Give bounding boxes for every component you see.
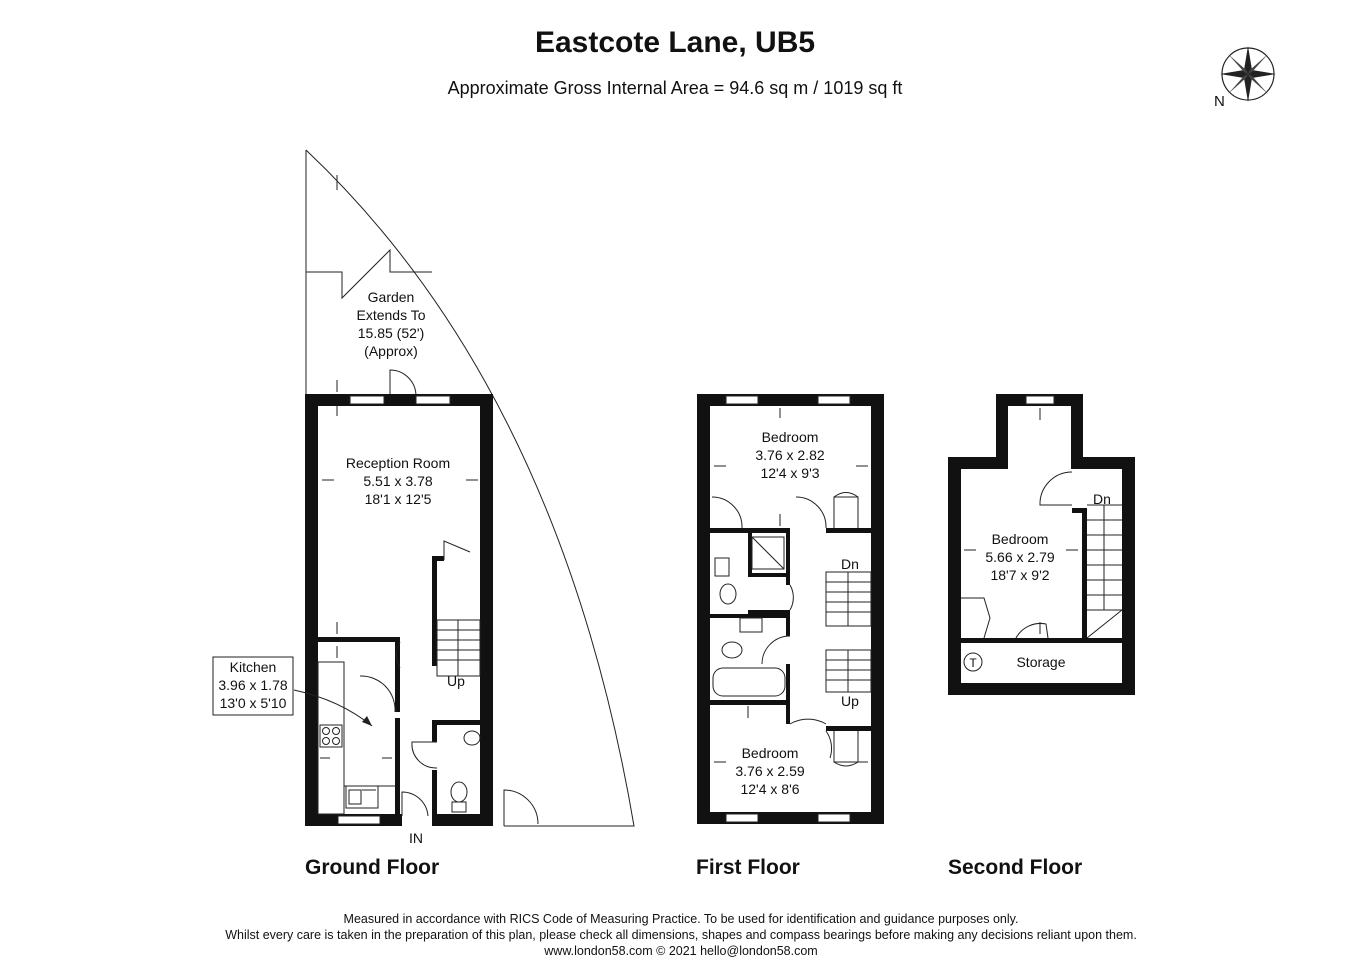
storage-label: Storage	[1016, 654, 1065, 670]
garden-approx-label: (Approx)	[364, 343, 418, 359]
reception-room-label: Reception Room	[346, 455, 450, 471]
second-stairs-down-label: Dn	[1093, 491, 1111, 507]
reception-room-imperial: 18'1 x 12'5	[365, 491, 432, 507]
kitchen-imperial: 13'0 x 5'10	[220, 695, 287, 711]
page-title: Eastcote Lane, UB5	[534, 26, 816, 59]
first-bedroom-bottom-metric: 3.76 x 2.59	[735, 763, 804, 779]
first-stairs-down-label: Dn	[841, 556, 859, 572]
garden-length-metric: 15.85 (52')	[358, 325, 425, 341]
first-floor-plan	[697, 394, 884, 824]
ground-stairs-up-label: Up	[447, 673, 465, 689]
first-floor-label: First Floor	[696, 856, 800, 879]
compass-icon	[1220, 46, 1276, 102]
kitchen-metric: 3.96 x 1.78	[218, 677, 287, 693]
ground-floor-plan	[212, 149, 635, 827]
second-floor-plan	[948, 394, 1135, 695]
first-bedroom-top-imperial: 12'4 x 9'3	[760, 465, 819, 481]
footer-contact: www.london58.com © 2021 hello@london58.c…	[544, 944, 818, 958]
second-bedroom-label: Bedroom	[992, 531, 1049, 547]
first-stairs-up-label: Up	[841, 693, 859, 709]
second-bedroom-metric: 5.66 x 2.79	[985, 549, 1054, 565]
second-bedroom-imperial: 18'7 x 9'2	[990, 567, 1049, 583]
first-bedroom-top-label: Bedroom	[762, 429, 819, 445]
garden-label: Garden	[368, 289, 415, 305]
area-subtitle: Approximate Gross Internal Area = 94.6 s…	[447, 78, 903, 98]
entrance-label: IN	[409, 830, 423, 846]
tank-label: T	[969, 656, 977, 670]
garden-extends-label: Extends To	[356, 307, 425, 323]
reception-room-metric: 5.51 x 3.78	[363, 473, 432, 489]
kitchen-label: Kitchen	[230, 659, 277, 675]
footer-disclaimer-1: Measured in accordance with RICS Code of…	[343, 912, 1019, 926]
second-floor-label: Second Floor	[948, 856, 1083, 879]
ground-floor-label: Ground Floor	[305, 856, 440, 879]
first-bedroom-bottom-imperial: 12'4 x 8'6	[740, 781, 799, 797]
first-bedroom-bottom-label: Bedroom	[742, 745, 799, 761]
footer-disclaimer-2: Whilst every care is taken in the prepar…	[225, 928, 1137, 942]
first-bedroom-top-metric: 3.76 x 2.82	[755, 447, 824, 463]
compass-north-label: N	[1214, 93, 1225, 110]
